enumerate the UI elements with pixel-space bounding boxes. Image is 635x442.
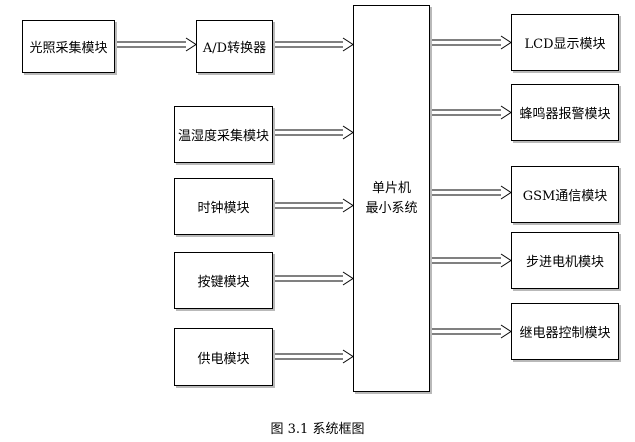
stepper-label: 步进电机模块: [525, 255, 604, 270]
power-block: 供电模块: [174, 328, 273, 386]
arrow-mcu-to-stepper: [430, 253, 512, 268]
light-sensor-label: 光照采集模块: [29, 41, 108, 56]
arrow-keys-to-mcu: [273, 271, 354, 286]
arrow-mcu-to-buzzer: [430, 105, 512, 120]
gsm-label: GSM通信模块: [522, 189, 608, 204]
gsm-block: GSM通信模块: [511, 166, 619, 223]
power-label: 供电模块: [197, 351, 250, 367]
stepper-block: 步进电机模块: [511, 232, 619, 289]
arrow-clock-to-mcu: [273, 198, 354, 213]
adc-block: A/D转换器: [196, 20, 273, 73]
relay-label: 继电器控制模块: [519, 326, 611, 341]
mcu-label-line1: 单片机: [371, 180, 411, 196]
mcu-block: 单片机 最小系统: [353, 5, 430, 392]
temp-humidity-label: 温湿度采集模块: [177, 129, 269, 144]
keys-label: 按键模块: [197, 275, 250, 290]
relay-block: 继电器控制模块: [511, 303, 619, 360]
arrow-mcu-to-lcd: [430, 35, 512, 50]
figure-caption: 图 3.1 系统框图: [270, 422, 365, 437]
buzzer-block: 蜂鸣器报警模块: [511, 84, 619, 141]
adc-label: A/D转换器: [202, 41, 267, 56]
lcd-block: LCD显示模块: [511, 14, 619, 71]
clock-label: 时钟模块: [197, 201, 250, 216]
arrow-mcu-to-gsm: [430, 185, 512, 200]
lcd-label: LCD显示模块: [524, 37, 606, 52]
light-sensor-block: 光照采集模块: [22, 20, 115, 73]
arrow-temp-to-mcu: [273, 125, 354, 140]
arrow-mcu-to-relay: [430, 324, 512, 339]
arrow-adc-to-mcu: [273, 37, 354, 52]
mcu-label-line2: 最小系统: [365, 200, 418, 216]
keys-block: 按键模块: [174, 252, 273, 309]
clock-block: 时钟模块: [174, 178, 273, 235]
temp-humidity-block: 温湿度采集模块: [174, 106, 273, 163]
arrow-power-to-mcu: [273, 349, 354, 364]
arrow-light-to-adc: [115, 37, 197, 52]
buzzer-label: 蜂鸣器报警模块: [519, 107, 611, 122]
